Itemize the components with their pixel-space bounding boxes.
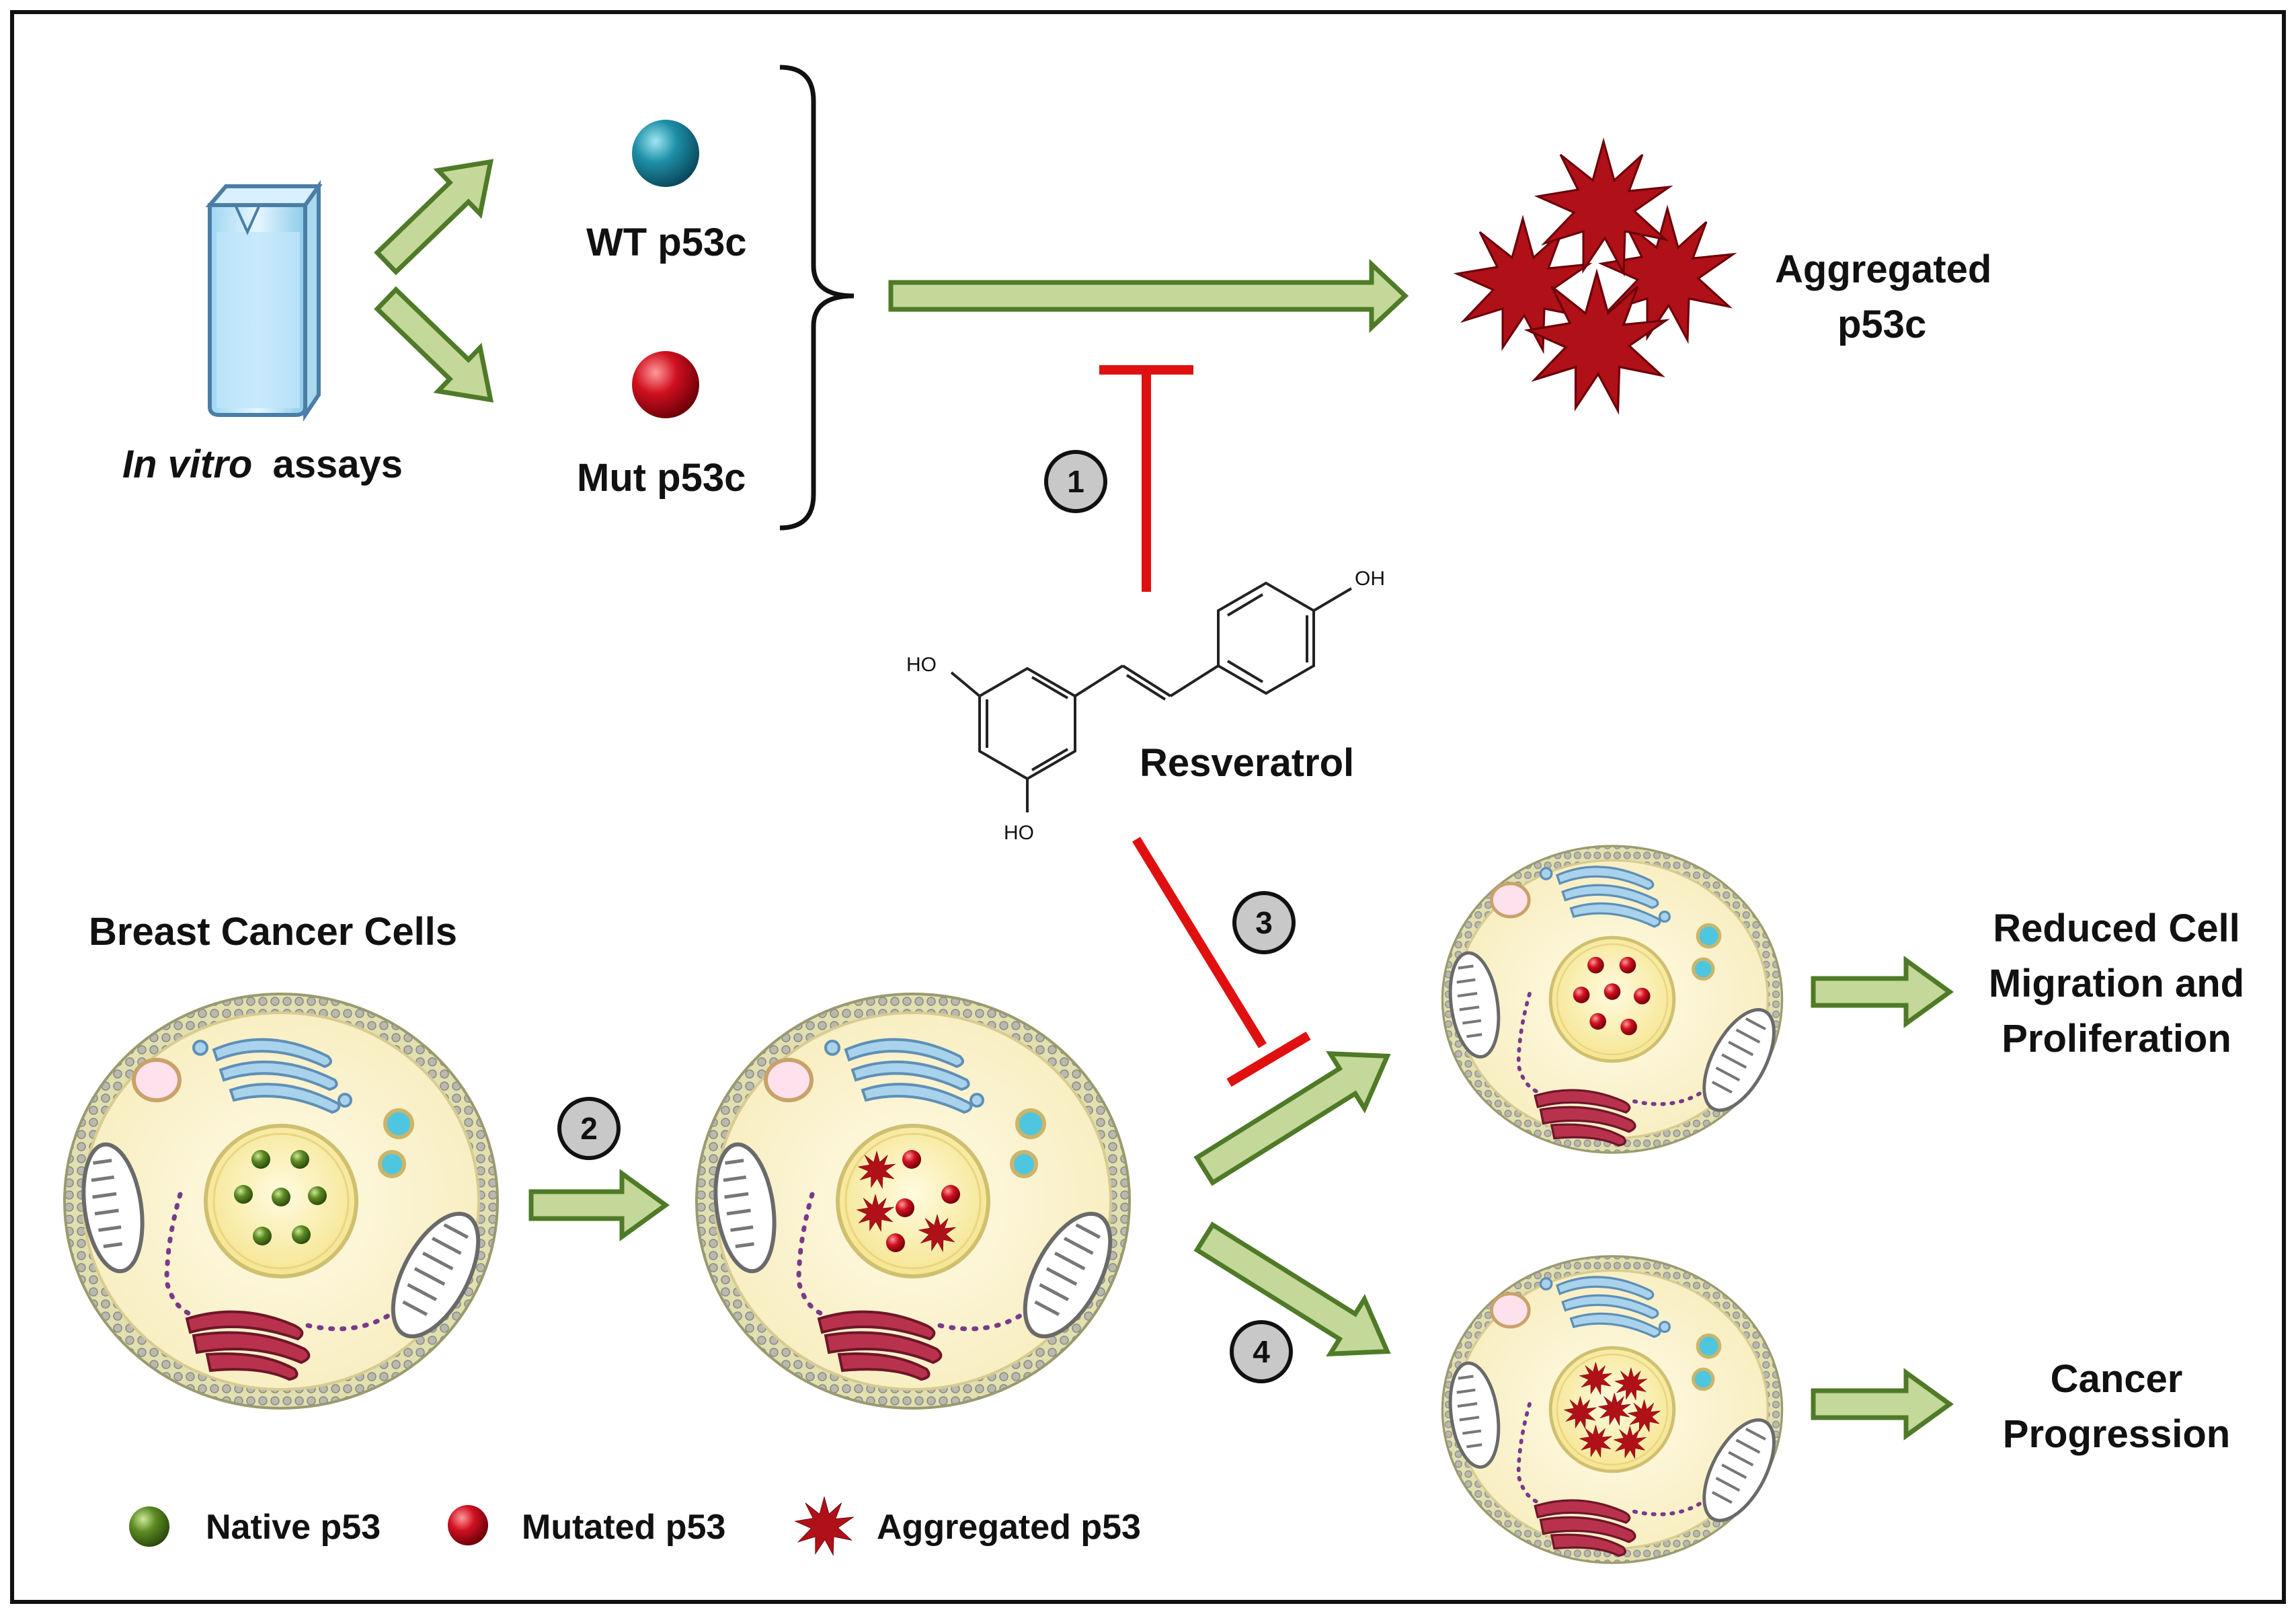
cancer-progression-label-2: Progression [2003,1412,2230,1456]
legend-mutated-label: Mutated p53 [522,1508,725,1547]
arrow-to-reduced-outcome [1811,956,1954,1028]
legend-mutated-sphere [448,1505,488,1545]
legend-native-label: Native p53 [206,1508,381,1547]
ho-left-label: HO [906,654,937,676]
ho-bottom-label: HO [1004,822,1034,844]
step-badge-2: 2 [557,1097,621,1160]
mut-p53c-label: Mut p53c [577,456,746,500]
reduced-cell-label-3: Proliferation [2002,1017,2231,1061]
resveratrol-label: Resveratrol [1140,741,1354,785]
arrow-to-mut [374,286,494,403]
cell-mutated [695,993,1131,1410]
reduced-cell-label-1: Reduced Cell [1993,907,2240,950]
cancer-progression-label-1: Cancer [2051,1357,2183,1401]
arrow-to-wt [374,159,494,276]
legend-native-sphere [129,1506,169,1547]
aggregated-p53c-label-1: Aggregated [1775,247,1991,291]
in-vitro-italic: In vitro [122,443,252,486]
arrow-step-2 [528,1169,670,1241]
reduced-cell-label-2: Migration and [1989,962,2244,1005]
step-badge-1: 1 [1044,450,1107,513]
arrow-to-aggregate [888,258,1409,334]
cuvette-icon [205,180,323,422]
step-badge-4: 4 [1230,1320,1293,1383]
step-badge-3: 3 [1232,891,1296,954]
legend: Native p53 Mutated p53 Aggregated p53 [129,1496,1141,1555]
curly-brace [779,65,855,531]
inhibition-bar-3 [1132,837,1311,1087]
step-number-2: 2 [580,1111,598,1146]
oh-label: OH [1355,568,1385,590]
resveratrol-structure [950,581,1353,812]
cell-native [63,993,499,1410]
arrow-to-reduced-cell [1193,1051,1391,1186]
assays-text: assays [272,443,403,486]
wt-p53c-label: WT p53c [586,221,747,264]
cell-untreated [1441,1255,1788,1564]
breast-cancer-cells-label: Breast Cancer Cells [89,910,457,954]
step-number-1: 1 [1067,464,1084,499]
step-number-3: 3 [1255,905,1273,940]
arrow-to-cancer-outcome [1811,1368,1954,1440]
inhibition-bar-1 [1099,365,1193,592]
aggregated-p53c-label-2: p53c [1837,303,1926,346]
wt-p53c-sphere [632,120,699,187]
cell-resveratrol-treated [1441,845,1788,1154]
arrow-to-progression-cell [1193,1221,1391,1356]
mut-p53c-sphere [632,351,699,418]
in-vitro-label: In vitro assays [122,443,403,486]
step-number-4: 4 [1253,1334,1270,1369]
legend-aggregated-label: Aggregated p53 [877,1508,1141,1547]
